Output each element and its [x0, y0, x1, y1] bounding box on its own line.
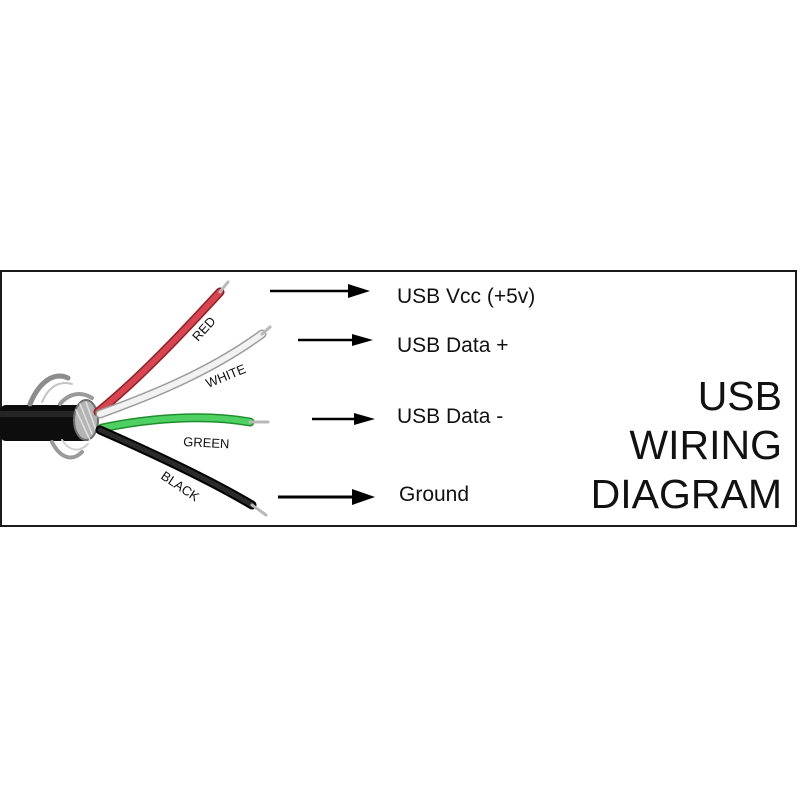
- signal-label-data-minus: USB Data -: [397, 405, 504, 428]
- braided-shield: [27, 373, 99, 460]
- signal-label-ground: Ground: [399, 483, 470, 506]
- arrow-data-plus: [298, 334, 373, 346]
- wire-label-green: GREEN: [183, 434, 230, 451]
- arrow-data-minus: [312, 413, 375, 425]
- white-wire: [95, 325, 272, 419]
- arrow-ground: [278, 489, 375, 505]
- arrow-vcc: [270, 284, 370, 298]
- cable-jacket: [0, 405, 92, 441]
- cable-illustration: RED WHITE GREEN BLACK: [0, 280, 375, 517]
- signal-label-data-plus: USB Data +: [397, 334, 509, 357]
- black-wire: [95, 425, 268, 517]
- title-line-wiring: WIRING: [629, 422, 782, 468]
- title-line-diagram: DIAGRAM: [590, 471, 782, 517]
- signal-label-vcc: USB Vcc (+5v): [397, 285, 536, 308]
- red-wire: [93, 280, 230, 417]
- title-line-usb: USB: [697, 373, 782, 419]
- green-wire: [97, 413, 270, 433]
